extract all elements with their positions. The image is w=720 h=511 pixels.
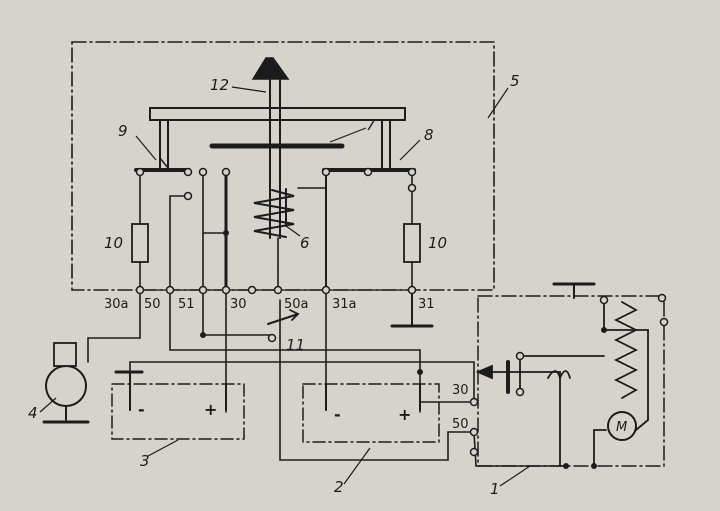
leader-lines (39, 86, 531, 487)
label-7: 7 (366, 116, 376, 134)
battery-2-minus: - (334, 405, 341, 424)
label-5: 5 (510, 72, 520, 90)
junction-dots (200, 230, 607, 469)
resistor-left (131, 223, 149, 263)
terminal-dots (135, 167, 669, 457)
label-1: 1 (490, 480, 500, 498)
terminal-30a: 30a (104, 297, 129, 312)
terminal-31a: 31a (332, 297, 357, 312)
starter-pushbutton (552, 282, 596, 299)
armature (149, 57, 406, 239)
terminal-50: 50 (144, 297, 161, 312)
switch-11 (267, 313, 299, 325)
relay-housing-outline (71, 41, 495, 291)
battery-3 (111, 370, 245, 440)
motor (607, 411, 637, 441)
label-10-left: 10 (104, 234, 123, 252)
battery-2-plus: + (398, 405, 411, 424)
resistor-right (403, 223, 421, 263)
label-6: 6 (300, 234, 310, 252)
starter-internals (475, 299, 649, 467)
battery-3-plus: + (204, 400, 217, 419)
label-3: 3 (140, 452, 150, 470)
terminal-30: 30 (230, 297, 247, 312)
starter-terminal-30: 30 (452, 383, 469, 398)
terminal-31: 31 (418, 297, 435, 312)
label-10-right: 10 (428, 234, 447, 252)
battery-2 (302, 383, 440, 443)
label-9: 9 (118, 122, 128, 140)
label-12: 12 (210, 76, 229, 94)
spring-coil (253, 189, 295, 238)
generator-4 (42, 342, 90, 424)
label-11: 11 (286, 336, 305, 354)
label-8: 8 (424, 126, 434, 144)
terminal-51: 51 (178, 297, 195, 312)
label-2: 2 (334, 478, 344, 496)
starter-terminal-50: 50 (452, 417, 469, 432)
label-4: 4 (28, 404, 38, 422)
motor-label: M (616, 420, 627, 435)
battery-3-minus: - (138, 400, 145, 419)
starter-outline (477, 295, 665, 467)
terminal-50a: 50a (284, 297, 309, 312)
